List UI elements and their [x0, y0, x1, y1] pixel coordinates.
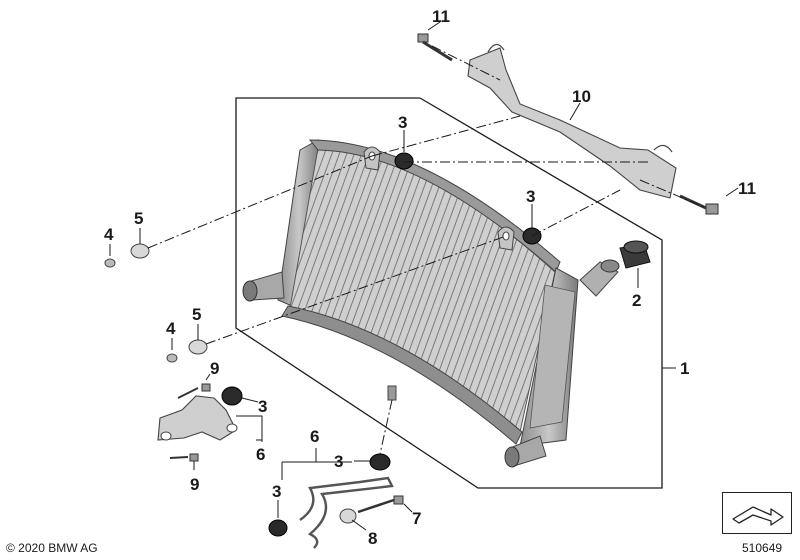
callout-1: 1	[680, 359, 689, 378]
callout-9: 9	[210, 359, 219, 378]
callout-11: 11	[432, 7, 450, 26]
callout-8: 8	[368, 529, 377, 548]
callout-3: 3	[398, 113, 407, 132]
callout-7: 7	[412, 509, 421, 528]
callout-11: 11	[738, 179, 756, 198]
washer	[188, 324, 208, 355]
copyright-text: © 2020 BMW AG	[6, 541, 98, 555]
radiator	[242, 139, 620, 468]
washer	[130, 228, 150, 259]
grommet	[394, 130, 414, 170]
assembly-outline	[235, 97, 676, 489]
document-number: 510649	[742, 541, 783, 555]
callout-5: 5	[192, 305, 201, 324]
grommet	[522, 204, 542, 245]
screw-right	[679, 187, 739, 215]
radiator-cap	[619, 240, 651, 288]
holder	[157, 395, 263, 442]
grommet	[354, 453, 391, 471]
callout-4: 4	[104, 225, 114, 244]
navigation-box[interactable]	[722, 492, 792, 534]
hose-holder	[281, 448, 394, 549]
arrow-nav-icon	[732, 506, 784, 526]
callout-3: 3	[258, 397, 267, 416]
grommet	[268, 500, 288, 537]
callout-4: 4	[166, 319, 176, 338]
callout-2: 2	[632, 291, 641, 310]
callout-labels: 1 2 3 3 3 3 3 4 4 5 5 6 6 7 8 9 9 10 11 …	[104, 7, 756, 548]
callout-3: 3	[272, 482, 281, 501]
grommet	[221, 386, 259, 406]
nut	[166, 338, 178, 363]
screw	[357, 495, 413, 514]
screw-top	[417, 21, 453, 62]
callout-5: 5	[134, 209, 143, 228]
screw	[177, 373, 211, 399]
callout-6: 6	[256, 445, 265, 464]
washer	[339, 508, 367, 531]
callout-3: 3	[526, 187, 535, 206]
callout-10: 10	[572, 87, 591, 106]
callout-3: 3	[334, 452, 343, 471]
callout-6: 6	[310, 427, 319, 446]
bracket	[467, 43, 677, 199]
callout-9: 9	[190, 475, 199, 494]
nut	[104, 244, 116, 268]
assembly-line	[147, 45, 707, 455]
screw	[169, 453, 199, 470]
